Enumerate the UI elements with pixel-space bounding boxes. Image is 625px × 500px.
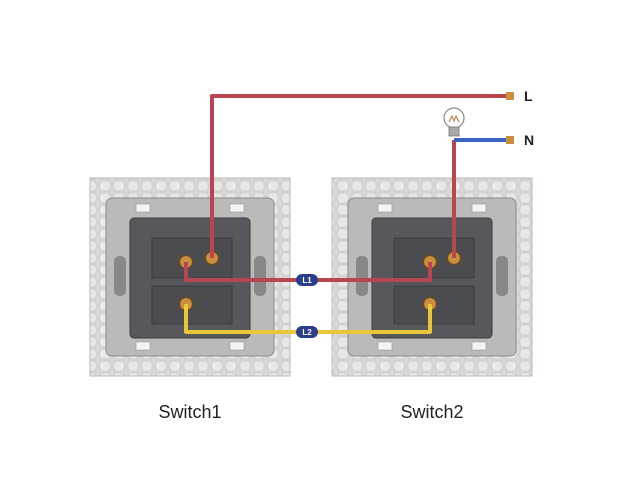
switch-1-clip-bottom-right [229,341,245,351]
neutral-wire-tip [506,136,514,144]
l2-tag-label: L2 [302,328,312,337]
switch-1-caption: Switch1 [158,402,221,422]
switch-1-terminal-block-top [151,237,233,279]
switch-2-clip-bottom-left [377,341,393,351]
switch-1-clip-top-right [229,203,245,213]
neutral-terminal-label: N [524,132,534,148]
switch-1 [89,177,291,377]
switch-2-clip-top-left [377,203,393,213]
light-bulb-icon [443,107,465,137]
line-terminal-label: L [524,88,533,104]
switch-2-clip-top-right [471,203,487,213]
switch-1-slot-right [254,256,266,296]
switch-1-clip-bottom-left [135,341,151,351]
switch-2-caption: Switch2 [400,402,463,422]
switch-2-clip-bottom-right [471,341,487,351]
live-wire-tip [506,92,514,100]
l2-tag: L2 [296,326,318,338]
l1-tag: L1 [296,274,318,286]
live-wire [210,94,508,258]
switch-1-slot-left [114,256,126,296]
switch-2-slot-right [496,256,508,296]
switch-2-slot-left [356,256,368,296]
l1-tag-label: L1 [302,276,312,285]
switch-1-clip-top-left [135,203,151,213]
